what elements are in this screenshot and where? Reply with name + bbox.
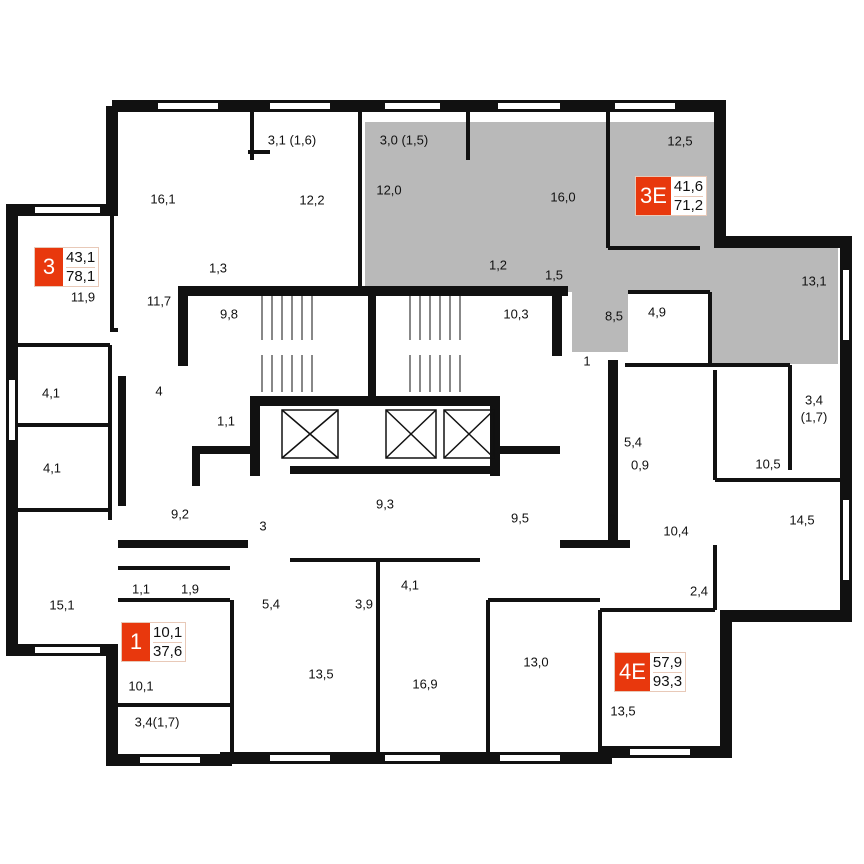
hall-number: 3: [259, 518, 267, 534]
room-area: 11,7: [146, 293, 172, 309]
room-area: 10,5: [755, 456, 781, 472]
elevators: [281, 409, 495, 459]
room-area: 9,5: [510, 510, 530, 526]
room-area: 9,8: [219, 306, 239, 322]
room-area: 12,2: [299, 192, 325, 208]
room-area: 1,5: [544, 267, 564, 283]
room-area: 12,5: [667, 133, 693, 149]
total-area: 78,1: [66, 267, 96, 285]
room-area: 16,1: [150, 191, 176, 207]
room-area: 15,1: [49, 597, 75, 613]
room-area: 4,1: [400, 577, 420, 593]
room-area: 13,1: [801, 273, 827, 289]
apartment-type: 3: [35, 248, 63, 286]
apartment-type: 1: [122, 623, 150, 661]
room-area: 1,1: [131, 581, 151, 597]
room-area: 10,3: [503, 306, 529, 322]
highlighted-apartment-3e[interactable]: [365, 122, 838, 364]
windows: [9, 103, 849, 763]
room-area: 4,1: [42, 460, 62, 476]
core-walls: [118, 286, 630, 548]
room-area: 16,9: [412, 676, 438, 692]
living-area: 43,1: [66, 248, 96, 268]
room-area: 12,0: [376, 182, 402, 198]
living-area: 10,1: [153, 623, 183, 643]
room-area: 3,4: [804, 392, 824, 408]
room-area: 9,3: [375, 496, 395, 512]
room-area: 5,4: [623, 434, 643, 450]
total-area: 71,2: [673, 196, 704, 214]
room-area: 3,4(1,7): [134, 714, 180, 730]
room-area: 1,3: [208, 260, 228, 276]
room-area: 3,9: [354, 596, 374, 612]
room-area: 5,4: [261, 596, 281, 612]
room-area: 1,2: [488, 257, 508, 273]
hall-number: 1: [583, 353, 591, 369]
room-area: 1,1: [216, 413, 236, 429]
room-area: (1,7): [800, 409, 828, 425]
total-area: 37,6: [153, 642, 183, 660]
room-area: 16,0: [550, 189, 576, 205]
room-area: 4,9: [647, 304, 667, 320]
living-area: 57,9: [652, 653, 683, 673]
room-area: 0,9: [630, 457, 650, 473]
room-area: 11,9: [70, 289, 96, 305]
room-area: 13,5: [610, 703, 636, 719]
exterior-walls: [6, 100, 852, 766]
room-area: 2,4: [689, 583, 709, 599]
interior-walls: [18, 112, 840, 752]
room-area: 10,4: [663, 523, 689, 539]
room-area: 4,1: [41, 385, 61, 401]
stairs: [261, 296, 461, 392]
room-area: 10,1: [128, 678, 154, 694]
room-area: 3,1 (1,6): [267, 132, 317, 148]
apartment-type: 3E: [636, 177, 671, 215]
living-area: 41,6: [673, 177, 704, 197]
room-area: 9,2: [170, 506, 190, 522]
hall-number: 2: [608, 511, 616, 527]
room-area: 13,0: [523, 654, 549, 670]
total-area: 93,3: [652, 672, 683, 690]
room-area: 1,9: [180, 581, 200, 597]
hall-number: 4: [155, 383, 163, 399]
room-area: 3,0 (1,5): [379, 132, 429, 148]
room-area: 14,5: [789, 512, 815, 528]
apartment-type: 4E: [615, 653, 650, 691]
room-area: 13,5: [308, 666, 334, 682]
room-area: 8,5: [604, 308, 624, 324]
